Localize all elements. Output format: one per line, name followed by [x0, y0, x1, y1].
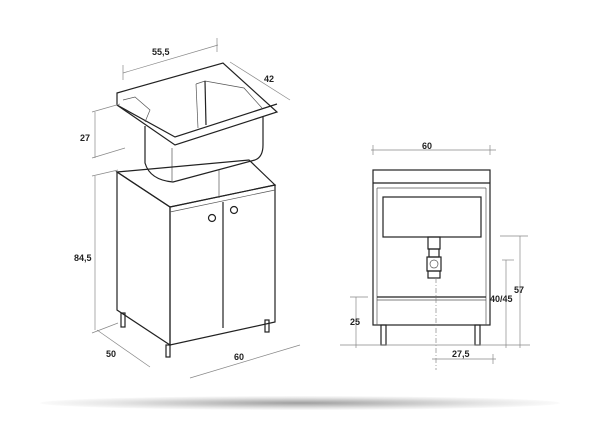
front-dimension-lines [350, 145, 528, 364]
dim-cabinet-height: 84,5 [74, 253, 92, 263]
dim-drain-top-height: 57 [514, 285, 524, 295]
dim-drain-height: 40/45 [490, 294, 513, 304]
leg [474, 324, 481, 346]
door-knob-right [229, 205, 239, 215]
floor-shadow [40, 396, 560, 410]
sink-basin [116, 62, 279, 183]
leg [264, 319, 270, 333]
leg [380, 324, 387, 346]
dim-leg-height: 25 [350, 317, 360, 327]
dim-sink-width: 55,5 [152, 47, 170, 57]
front-view: 60 25 40/45 57 27,5 [340, 141, 530, 370]
dim-sink-depth: 42 [264, 74, 274, 84]
cabinet [115, 159, 277, 358]
sink-bowl [382, 196, 482, 238]
drain-trap [426, 236, 442, 279]
dim-sink-height: 27 [80, 133, 90, 143]
dim-cabinet-depth: 50 [106, 349, 116, 359]
leg [120, 312, 126, 328]
perspective-view: 55,5 42 27 84,5 50 60 [74, 38, 301, 379]
leg [165, 344, 171, 358]
door-knob-left [207, 213, 217, 223]
perspective-dimension-lines [91, 38, 301, 379]
dim-cabinet-width: 60 [234, 352, 244, 362]
dim-drain-offset: 27,5 [452, 349, 470, 359]
dim-front-width: 60 [422, 141, 432, 151]
